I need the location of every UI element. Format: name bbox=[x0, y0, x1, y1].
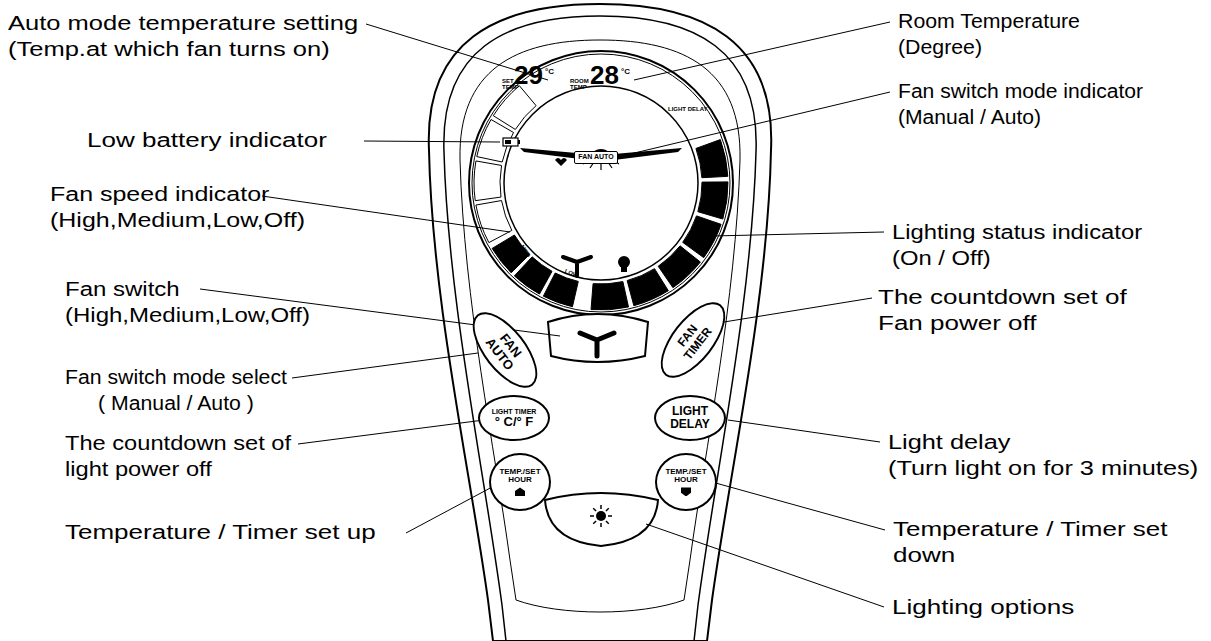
indicator-segment bbox=[696, 140, 728, 178]
button-label: LIGHT TIMER bbox=[492, 408, 537, 415]
callout-label: The countdown set of Fan power off bbox=[878, 284, 1127, 336]
display-ring bbox=[472, 54, 730, 312]
callout-label: Temperature / Timer set up bbox=[65, 519, 376, 545]
light-ray bbox=[600, 505, 602, 509]
light-ray bbox=[608, 515, 612, 517]
heart-symbol bbox=[555, 158, 567, 166]
leader-line bbox=[406, 486, 494, 533]
arrow-icon bbox=[681, 487, 691, 496]
arrow-icon bbox=[515, 487, 525, 496]
display-bezel bbox=[469, 51, 733, 315]
remote-inner-shell bbox=[444, 16, 756, 641]
lcd-digits: 29 bbox=[514, 62, 543, 88]
speed-label: LOW bbox=[564, 268, 579, 279]
leader-line bbox=[626, 92, 890, 155]
light-ray bbox=[593, 508, 596, 511]
remote-face bbox=[460, 40, 740, 612]
leader-line bbox=[728, 420, 880, 442]
light-ray bbox=[590, 515, 594, 517]
leader-line bbox=[364, 141, 500, 142]
lighting-button bbox=[545, 493, 658, 546]
callout-label: Auto mode temperature setting (Temp.at w… bbox=[8, 10, 358, 62]
fan-button bbox=[548, 314, 648, 362]
light-ray bbox=[606, 508, 609, 511]
indicator-segment bbox=[698, 182, 728, 219]
callout-label: Fan switch (High,Medium,Low,Off) bbox=[65, 276, 310, 328]
light-ray bbox=[600, 523, 602, 527]
temp-up-button: TEMP./SET HOUR bbox=[489, 453, 551, 511]
callout-label: Fan speed indicator (High,Medium,Low,Off… bbox=[50, 181, 305, 233]
callout-label: Light delay (Turn light on for 3 minutes… bbox=[888, 429, 1198, 481]
callout-label: Fan switch mode select ( Manual / Auto ) bbox=[65, 364, 287, 416]
leader-line bbox=[724, 298, 872, 322]
callout-label: Temperature / Timer set down bbox=[893, 516, 1168, 568]
indicator-segments bbox=[474, 86, 728, 310]
bulb-base bbox=[621, 267, 627, 272]
button-label: ° C/° F bbox=[495, 415, 534, 429]
lcd-label: ROOM TEMP bbox=[570, 78, 589, 91]
leader-line bbox=[646, 524, 884, 607]
callout-label: Low battery indicator bbox=[87, 127, 327, 153]
temp-down-button: TEMP./SET HOUR bbox=[655, 453, 717, 511]
light-timer-button: LIGHT TIMER° C/° F bbox=[478, 395, 550, 441]
lcd-mode-box: FAN AUTO bbox=[574, 151, 618, 164]
fan-button-symbol bbox=[580, 333, 614, 356]
lcd-digits: 28 bbox=[590, 62, 619, 88]
leader-line bbox=[292, 353, 478, 378]
button-label: TEMP./SET HOUR bbox=[665, 468, 706, 485]
leader-line bbox=[298, 420, 484, 444]
battery-level bbox=[505, 140, 511, 144]
button-label: FAN AUTO bbox=[483, 327, 527, 373]
battery-icon bbox=[503, 138, 518, 146]
leader-line bbox=[634, 22, 890, 80]
leader-line bbox=[712, 482, 885, 530]
callout-label: Lighting status indicator (On / Off) bbox=[892, 219, 1142, 271]
indicator-segment bbox=[591, 282, 628, 310]
remote-body bbox=[429, 4, 771, 641]
lighting-button-symbol bbox=[596, 511, 606, 521]
callout-label: The countdown set of light power off bbox=[65, 430, 291, 482]
lighting-button-rays bbox=[590, 505, 612, 527]
lcd-unit: °C bbox=[545, 68, 554, 76]
leader-line bbox=[712, 232, 884, 236]
button-label: TEMP./SET HOUR bbox=[499, 468, 540, 485]
fan-timer-button: FAN TIMER bbox=[649, 292, 738, 389]
callout-label: Room Temperature (Degree) bbox=[898, 8, 1080, 60]
light-ray bbox=[606, 521, 609, 524]
battery-tip bbox=[518, 140, 520, 144]
button-label: FAN AUTO bbox=[578, 153, 613, 160]
lcd-window bbox=[504, 86, 698, 280]
callout-label: Lighting options bbox=[892, 594, 1074, 620]
lcd-unit: °C bbox=[621, 68, 630, 76]
fan-auto-button: FAN AUTO bbox=[461, 302, 550, 399]
lcd-label: LIGHT DELAY bbox=[668, 106, 707, 112]
bulb-symbol bbox=[618, 256, 630, 268]
light-ray bbox=[593, 521, 596, 524]
callout-label: Fan switch mode indicator (Manual / Auto… bbox=[898, 78, 1143, 130]
light-delay-button: LIGHT DELAY bbox=[654, 395, 726, 441]
speed-label: MED bbox=[519, 244, 532, 259]
button-label: FAN TIMER bbox=[672, 318, 715, 363]
indicator-segment bbox=[474, 161, 502, 201]
button-label: LIGHT DELAY bbox=[670, 405, 710, 430]
